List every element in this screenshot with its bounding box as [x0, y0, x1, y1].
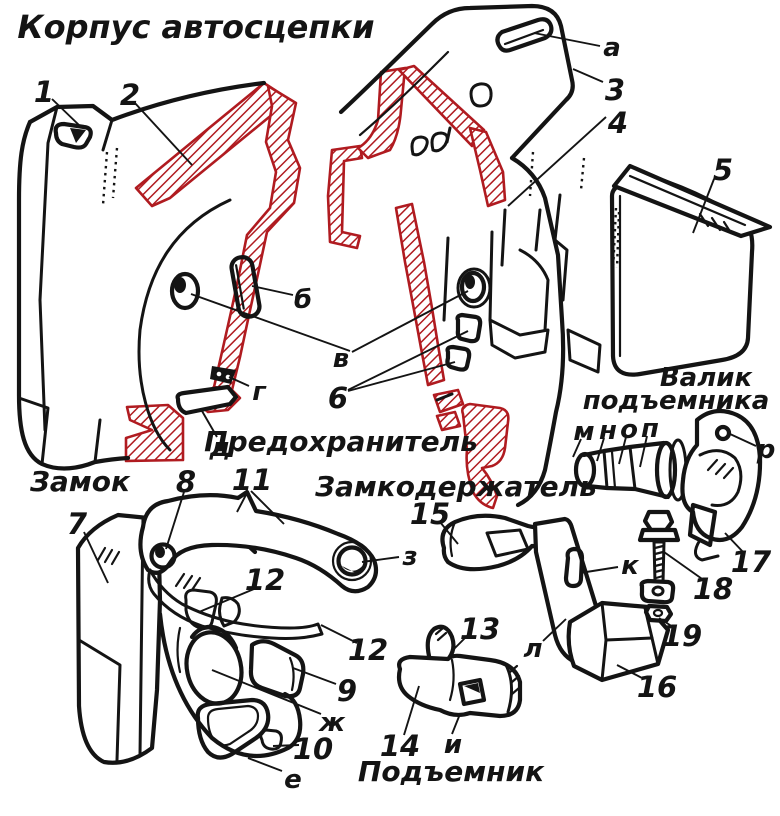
callout-letter: л [523, 634, 542, 664]
callout-number: 5 [713, 153, 733, 187]
callout-letter: б [294, 285, 312, 315]
section-label-lifter: Подъемник [358, 755, 545, 788]
callout-number: 19 [662, 619, 702, 653]
callout-number: 18 [693, 572, 733, 606]
section-label-lifter-shaft-line2: подъемника [583, 386, 770, 416]
callout-number: 11 [232, 463, 272, 497]
callout-letter: п [641, 414, 659, 444]
callout-number: 9 [337, 674, 357, 708]
section-label-lifter-shaft-line1: Валик [660, 363, 754, 393]
labels: Корпус автосцепки Замок Предохранитель З… [17, 8, 775, 795]
safety-catch-part [138, 489, 379, 640]
callout-number: 3 [605, 73, 625, 107]
lifter-shaft-part [573, 408, 763, 562]
callout-number: 1 [34, 75, 54, 109]
callout-letter: д [209, 433, 231, 463]
callout-letter: м [573, 417, 594, 447]
callout-letter: а [603, 33, 621, 63]
diagram-title: Корпус автосцепки [17, 8, 374, 46]
callout-number: 12 [348, 633, 388, 667]
leader-lines [51, 32, 757, 772]
section-label-safety-catch: Предохранитель [204, 425, 478, 458]
callout-number: 12 [245, 563, 285, 597]
callout-letter: к [621, 551, 640, 581]
callout-letter: ж [318, 708, 346, 738]
callout-number: 16 [637, 670, 677, 704]
lock-holder-part [440, 513, 671, 683]
callout-number: 8 [176, 465, 196, 499]
bolt-and-nut-part [637, 509, 681, 624]
callout-number: 2 [120, 78, 140, 112]
section-label-lock-holder: Замкодержатель [314, 470, 597, 503]
callout-letter: и [444, 730, 462, 760]
callout-letter: з [401, 542, 417, 572]
callout-number: 14 [380, 729, 420, 763]
callout-number: 6 [328, 381, 348, 415]
section-label-lock: Замок [29, 465, 131, 498]
lock-part [75, 512, 306, 765]
callout-letter: е [284, 765, 302, 795]
callout-number: 13 [460, 612, 500, 646]
coupler-body-right-half [338, 3, 773, 508]
lifter-part [396, 624, 523, 719]
callout-number: 4 [607, 106, 628, 140]
callout-letter: н [599, 416, 617, 446]
callout-number: 7 [67, 507, 88, 541]
callout-letter: р [756, 435, 776, 465]
callout-number: 15 [410, 497, 450, 531]
callout-number: 10 [293, 732, 333, 766]
callout-number: 17 [731, 545, 772, 579]
callout-letter: в [333, 344, 349, 374]
callout-letter: о [620, 415, 638, 445]
coupler-body-left-half [16, 80, 267, 471]
callout-letter: г [252, 377, 267, 407]
